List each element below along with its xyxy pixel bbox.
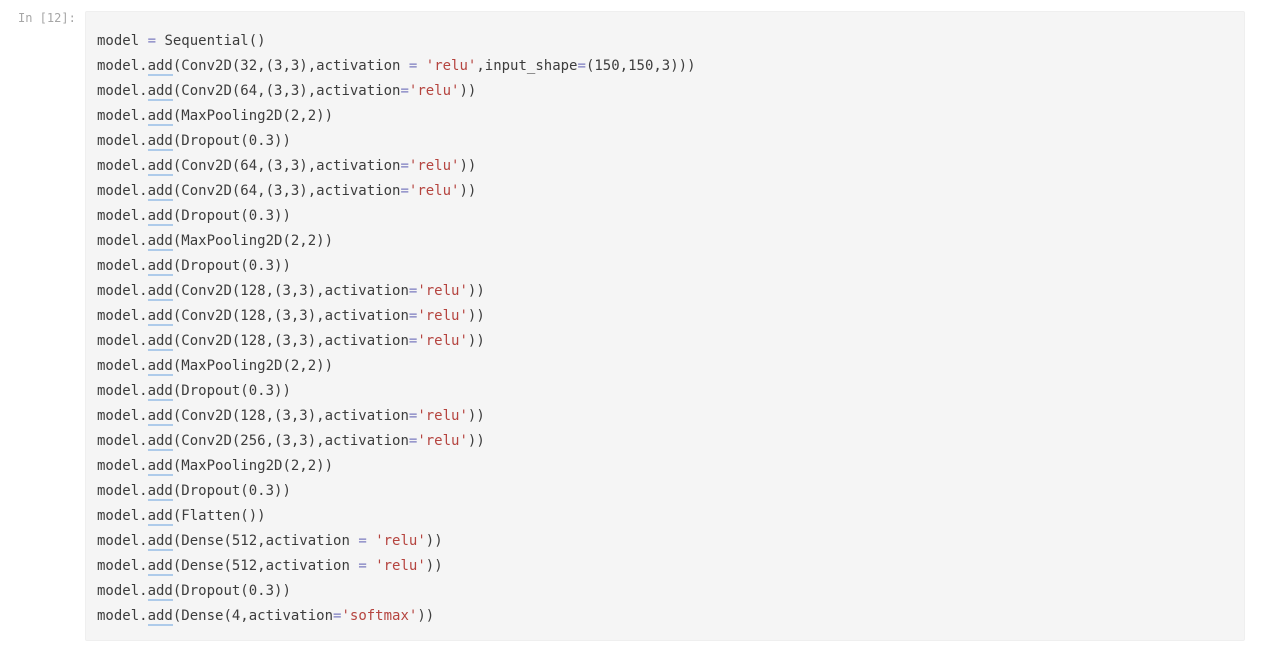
code-line: model.add(Dropout(0.3))	[97, 133, 291, 151]
code-line: model.add(Dropout(0.3))	[97, 383, 291, 401]
code-line: model.add(Conv2D(128,(3,3),activation='r…	[97, 333, 485, 351]
code-line: model.add(Conv2D(64,(3,3),activation='re…	[97, 183, 477, 201]
cell-execution-prompt: In [12]:	[18, 11, 76, 25]
code-line: model.add(MaxPooling2D(2,2))	[97, 233, 334, 251]
code-line: model.add(Dropout(0.3))	[97, 258, 291, 276]
code-line: model.add(Conv2D(128,(3,3),activation='r…	[97, 308, 485, 326]
code-line: model.add(MaxPooling2D(2,2))	[97, 358, 334, 376]
code-line: model.add(Conv2D(32,(3,3),activation = '…	[97, 58, 696, 76]
code-line: model.add(Conv2D(64,(3,3),activation='re…	[97, 83, 477, 101]
code-line: model.add(Conv2D(128,(3,3),activation='r…	[97, 408, 485, 426]
code-line: model.add(Dropout(0.3))	[97, 483, 291, 501]
code-line: model.add(Dense(512,activation = 'relu')…	[97, 533, 443, 551]
code-line: model.add(Dense(4,activation='softmax'))	[97, 608, 435, 626]
code-line: model.add(Flatten())	[97, 508, 266, 526]
code-line: model.add(Conv2D(128,(3,3),activation='r…	[97, 283, 485, 301]
code-line: model.add(Conv2D(64,(3,3),activation='re…	[97, 158, 477, 176]
code-cell[interactable]: model = Sequential() model.add(Conv2D(32,…	[85, 11, 1245, 641]
code-line: model = Sequential()	[97, 33, 266, 49]
code-line: model.add(MaxPooling2D(2,2))	[97, 458, 334, 476]
code-line: model.add(Dense(512,activation = 'relu')…	[97, 558, 443, 576]
code-editor-area: model = Sequential() model.add(Conv2D(32,…	[97, 29, 1230, 629]
code-line: model.add(MaxPooling2D(2,2))	[97, 108, 334, 126]
code-line: model.add(Dropout(0.3))	[97, 208, 291, 226]
code-line: model.add(Dropout(0.3))	[97, 583, 291, 601]
code-line: model.add(Conv2D(256,(3,3),activation='r…	[97, 433, 485, 451]
